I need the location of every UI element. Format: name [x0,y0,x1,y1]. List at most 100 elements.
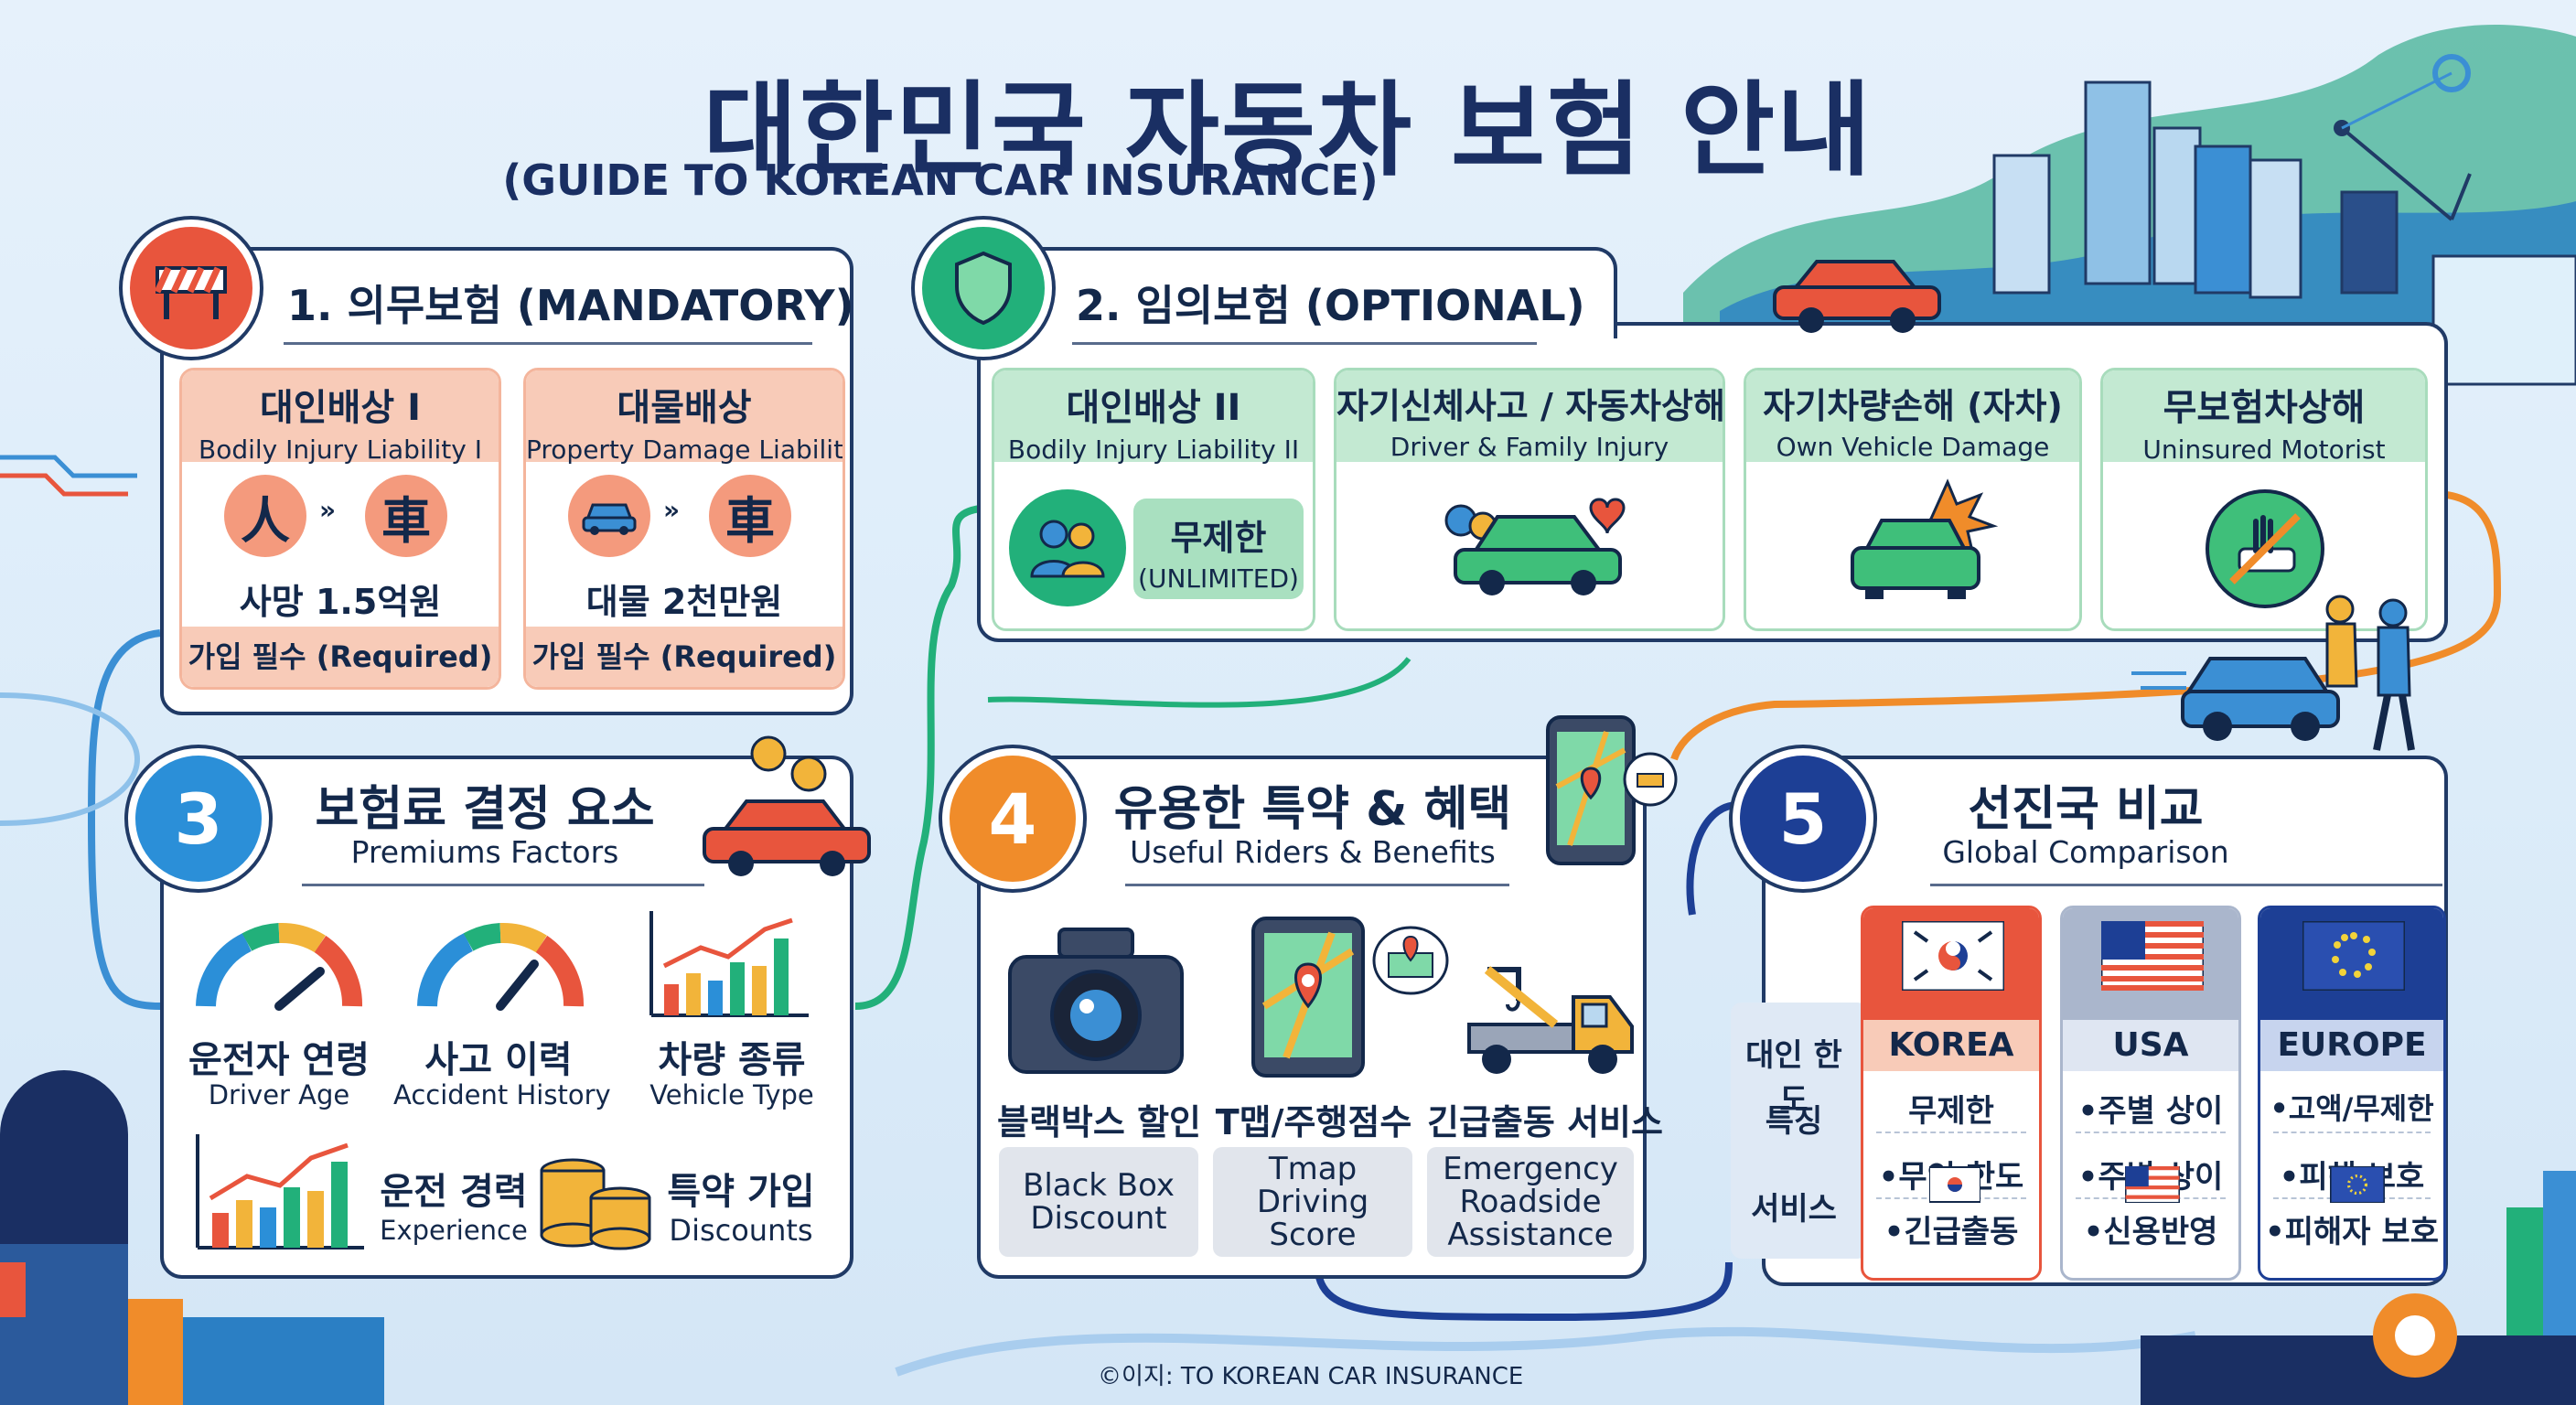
people-icon [1009,489,1126,606]
rider-blackbox-ko: 블랙박스 할인 [997,1102,1201,1142]
mandatory-card-property-damage: 대물배상 Property Damage Liability » 車 대물 2천… [523,368,845,690]
row-label-limit: 대인 한도 [1745,1037,1842,1119]
optional-card-own-vehicle: 자기차량손해 (자차) Own Vehicle Damage [1744,368,2082,631]
factor-driver-age-ko: 운전자 연령 [188,1039,370,1081]
unlimited-en: (UNLIMITED) [1138,563,1299,594]
factor-experience-ko: 운전 경력 [380,1171,528,1213]
red-car-illustration [1773,260,1941,333]
coin-stack-icon [540,1158,651,1250]
usa-limit-cell: •주별 상이 [2077,1093,2224,1130]
factor-accident-en: Accident History [393,1079,611,1110]
car-icon [568,475,650,557]
comparison-column-korea: KOREA 무제한 •무인 한도 •긴급출동 [1861,906,2042,1281]
people-with-car-illustration [2131,595,2415,751]
car-character-icon: 車 [365,475,447,557]
comparison-divider [1930,884,2442,886]
riders-title-en: Useful Riders & Benefits [1130,834,1496,870]
unlimited-ko: 무제한 [1170,518,1267,558]
bar-chart-icon-experience [196,1134,364,1249]
eu-flag-small-icon [2329,1164,2386,1207]
korea-flag-icon [1900,919,2006,994]
usa-flag-small-icon [2124,1164,2181,1207]
arrow-icon: » [663,495,681,525]
korea-service-cell: •긴급출동 [1884,1214,2019,1250]
dashcam-icon [1008,928,1184,1074]
optional-header-tab [977,247,1617,338]
section-4-badge: 4 [942,748,1083,889]
footer-credit: ©이지: TO KOREAN CAR INSURANCE [1098,1363,1524,1390]
optional-title: 2. 임의보험 (OPTIONAL) [1076,281,1585,330]
page-subtitle: (GUIDE TO KOREAN CAR INSURANCE) [502,156,1379,205]
column-name-usa: USA [2063,1020,2238,1071]
premiums-title-en: Premiums Factors [350,834,619,870]
column-name-korea: KOREA [1863,1020,2039,1071]
section-3-badge: 3 [128,748,269,889]
damaged-car-icon [1838,478,2002,610]
phone-map-icon [1546,715,1678,865]
rider-blackbox-en: Black Box Discount [999,1147,1198,1257]
comparison-column-usa: USA •주별 상이 •주별 상이 •신용반영 [2060,906,2241,1281]
usa-flag-icon [2099,919,2206,994]
factor-accident-ko: 사고 이력 [424,1039,573,1081]
card-title-ko: 대물배상 [617,387,752,429]
gauge-icon-age [196,922,362,1011]
car-character-icon: 車 [709,475,791,557]
card-title-ko: 자기신체사고 / 자동차상해 [1336,386,1725,426]
korea-limit-cell: 무제한 [1908,1093,1994,1130]
tow-truck-icon [1467,966,1634,1074]
card-title-ko: 자기차량손해 (자차) [1763,386,2063,426]
usa-service-cell: •신용반영 [2083,1214,2218,1250]
barrier-icon [123,220,260,357]
rider-emergency-ko: 긴급출동 서비스 [1427,1102,1663,1142]
factor-driver-age-en: Driver Age [208,1079,350,1110]
row-label-column [1731,1003,1868,1259]
factor-discounts-ko: 특약 가입 [667,1171,815,1213]
optional-card-driver-family: 자기신체사고 / 자동차상해 Driver & Family Injury [1334,368,1725,631]
row-label-service: 서비스 [1751,1191,1837,1228]
coverage-value: 대물 2천만원 [585,582,783,622]
factor-experience-en: Experience [380,1215,528,1246]
comparison-title-en: Global Comparison [1942,834,2229,870]
optional-card-uninsured: 무보험차상해 Uninsured Motorist [2100,368,2428,631]
factor-vehicle-en: Vehicle Type [649,1079,814,1110]
car-with-coins-icon [703,735,871,876]
row-label-feature: 특징 [1765,1103,1823,1140]
comparison-title-ko: 선진국 비교 [1968,782,2204,837]
card-title-en: Own Vehicle Damage [1776,432,2050,462]
mandatory-divider [284,342,812,345]
optional-card-bodily-injury-2: 대인배상 II Bodily Injury Liability II 무제한 (… [992,368,1315,631]
factor-vehicle-ko: 차량 종류 [658,1039,806,1081]
europe-limit-cell: •고액/무제한 [2270,1091,2434,1126]
bar-chart-icon-vehicle [649,911,809,1017]
premiums-title-ko: 보험료 결정 요소 [315,782,655,837]
card-title-ko: 무보험차상해 [2163,387,2366,429]
no-insurance-icon [2206,489,2324,608]
eu-flag-icon [2301,919,2407,994]
rider-emergency-en: Emergency Roadside Assistance [1427,1147,1634,1257]
tmap-phone-icon [1251,917,1449,1078]
riders-title-ko: 유용한 특약 & 혜택 [1113,782,1512,837]
required-label: 가입 필수 (Required) [182,627,499,687]
card-title-en: Bodily Injury Liability II [1007,434,1300,465]
card-title-ko: 대인배상 I [259,387,421,429]
rider-tmap-en: Tmap Driving Score [1213,1147,1412,1257]
mandatory-title: 1. 의무보험 (MANDATORY) [287,281,854,330]
factor-discounts-en: Discounts [669,1213,813,1248]
column-name-europe: EUROPE [2260,1020,2443,1071]
person-icon: 人 [224,475,306,557]
riders-divider [1125,884,1509,886]
comparison-column-europe: EUROPE •고액/무제한 •피해 보호 •피해자 보호 [2258,906,2446,1281]
europe-service-cell: •피해자 보호 [2265,1214,2439,1250]
gauge-icon-accident [417,922,584,1011]
section-5-badge: 5 [1733,748,1873,889]
required-label: 가입 필수 (Required) [526,627,843,687]
card-title-en: Bodily Injury Liability I [198,434,482,465]
premiums-divider [302,884,704,886]
card-title-en: Property Damage Liability [526,434,845,465]
shield-icon [915,220,1052,357]
card-title-en: Uninsured Motorist [2142,434,2386,465]
family-car-icon [1428,489,1638,603]
page-title: 대한민국 자동차 보험 안내 [703,71,1873,190]
card-title-en: Driver & Family Injury [1390,432,1669,462]
korea-flag-small-icon [1928,1166,1981,1207]
